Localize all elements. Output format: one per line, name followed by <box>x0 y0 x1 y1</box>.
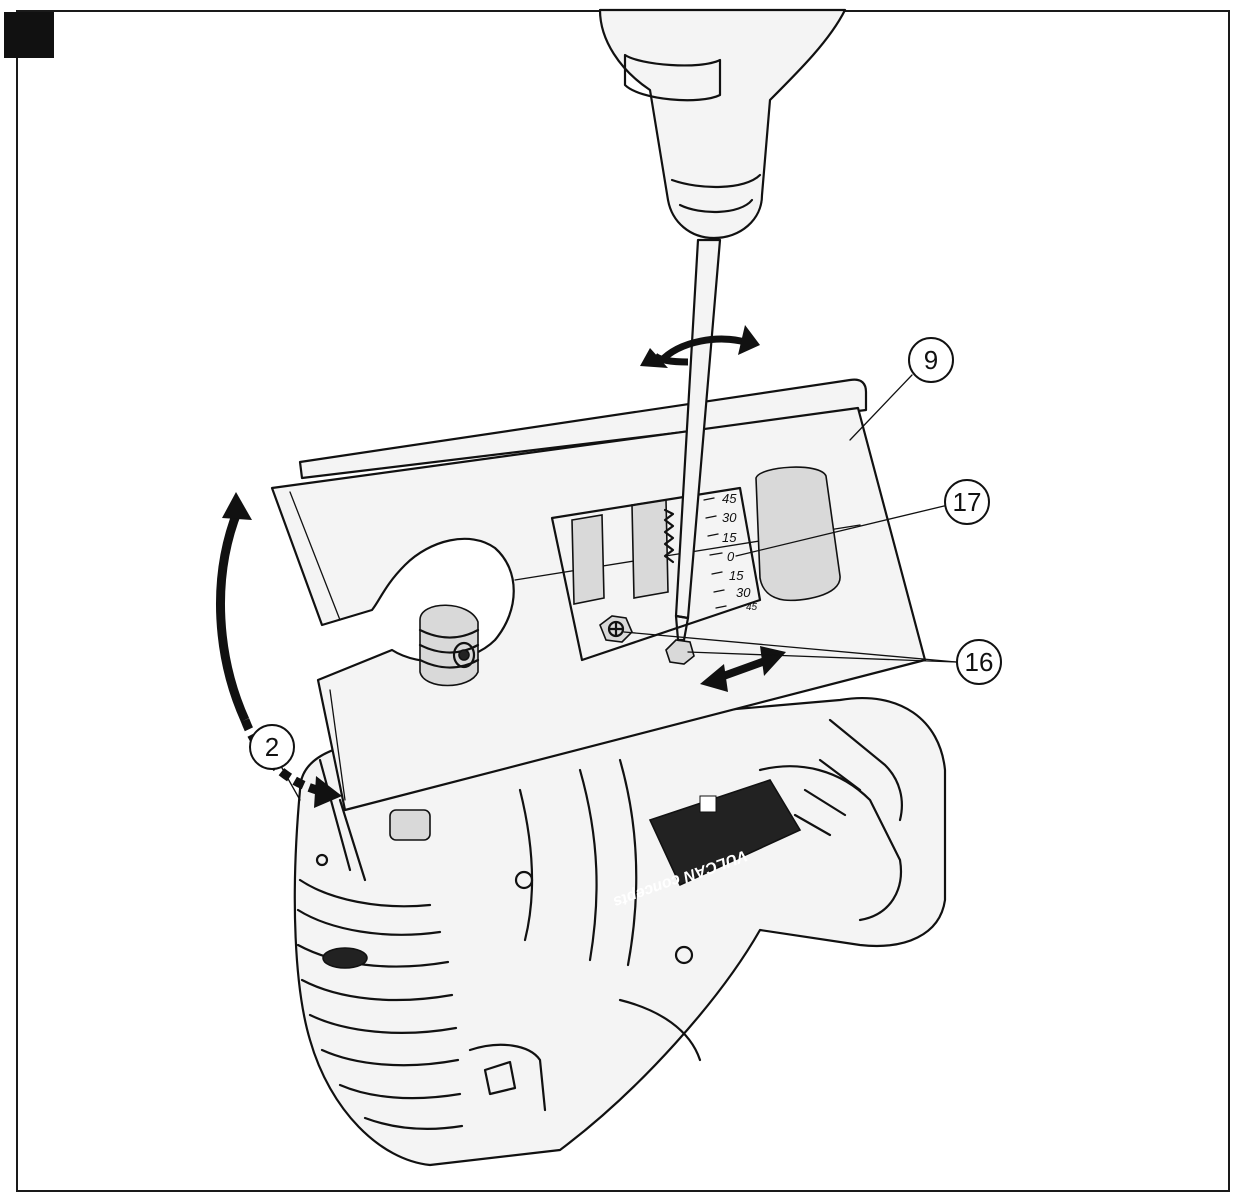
bevel-scale-mark: 15 <box>729 568 744 583</box>
bevel-scale-mark: 45 <box>722 491 737 506</box>
callout-bevel-scale: 17 <box>953 487 982 517</box>
tilt-curved-arrow <box>216 492 342 808</box>
adjustment-screws <box>599 615 695 665</box>
screwdriver <box>598 8 847 642</box>
bevel-scale-mark: 30 <box>736 585 751 600</box>
bevel-scale-mark: 45 <box>746 602 758 613</box>
bevel-scale: 45 30 15 0 15 30 45 <box>722 491 758 613</box>
callout-bevel-pivot: 2 <box>265 732 279 762</box>
slide-double-arrow <box>700 646 786 692</box>
rotation-arrow <box>640 325 760 368</box>
pivot-spring <box>418 604 480 687</box>
callouts: 9 17 16 2 <box>249 337 1002 801</box>
bevel-scale-mark: 30 <box>722 510 737 525</box>
bevel-scale-mark: 0 <box>727 549 735 564</box>
bevel-scale-mark: 15 <box>722 530 737 545</box>
figure-corner-tab <box>4 12 54 58</box>
base-plate <box>270 378 927 812</box>
callout-base-plate: 9 <box>924 345 938 375</box>
callout-adjust-screws: 16 <box>965 647 994 677</box>
